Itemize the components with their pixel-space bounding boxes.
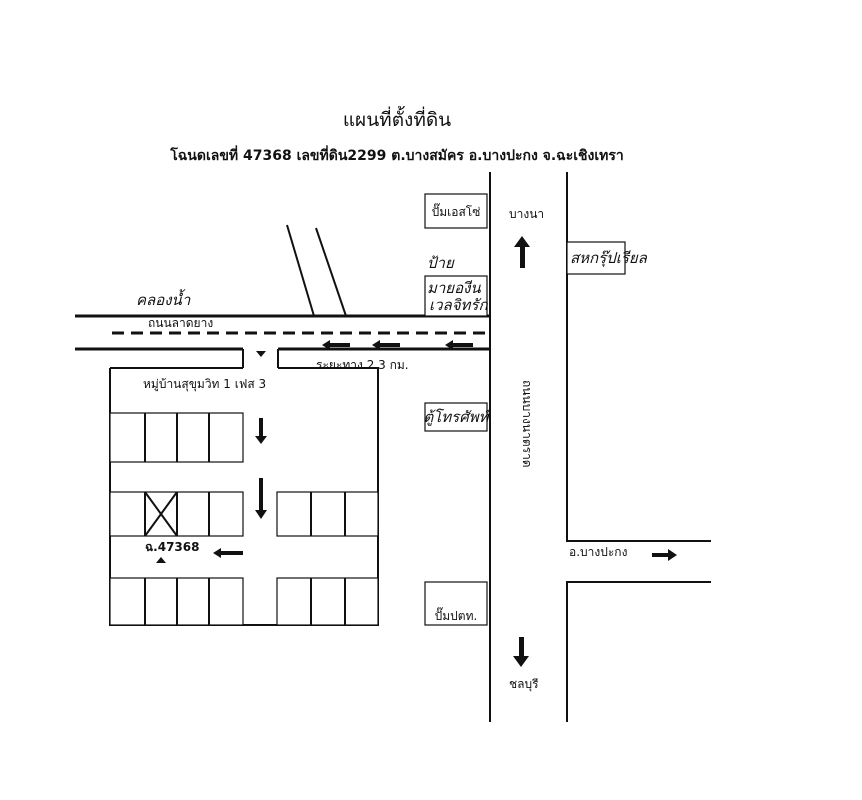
road-arrow-1 xyxy=(322,340,350,350)
sign-box xyxy=(424,275,488,317)
plot-row-2-right xyxy=(276,491,379,537)
plot-id-label: ฉ.47368 xyxy=(145,540,199,554)
main-road-label: ถนนบางนาตราด xyxy=(520,380,534,468)
main-road-right-edge-top xyxy=(566,172,711,542)
bangpakong-label: อ.บางปะกง xyxy=(569,545,627,559)
asphalt-road-label: ถนนลาดยาง xyxy=(148,316,213,330)
soi-entry-arrow xyxy=(256,351,266,357)
village-down-arrow-2 xyxy=(255,478,267,519)
village-down-arrow-1 xyxy=(255,418,267,444)
gas-station-top-label: ปั๊มเอสโซ่ xyxy=(432,203,481,219)
police-box-label: ตู้โทรศัพท์ xyxy=(423,408,491,426)
gas-station-bottom-label: ปั๊มปตท. xyxy=(435,607,478,623)
plot-row-2-left xyxy=(109,491,244,537)
plot-row-3-right xyxy=(276,577,379,626)
target-plot-x-mark xyxy=(144,491,178,537)
sign-label: ป้าย xyxy=(427,254,455,272)
bangna-label: บางนา xyxy=(509,207,544,221)
road-arrow-3 xyxy=(445,340,473,350)
sign-sub-label-2: เวลจิทรัก xyxy=(429,296,488,314)
south-arrow xyxy=(513,637,529,667)
plot-up-arrow xyxy=(156,557,166,563)
gas-station-top-box xyxy=(424,193,488,229)
north-arrow xyxy=(514,236,530,268)
sign-sub-label-1: มายองีน xyxy=(427,279,481,297)
plot-row-1 xyxy=(109,412,244,463)
distance-label: ระยะทาง 2.3 กม. xyxy=(316,358,409,372)
canal-line-left xyxy=(286,224,315,317)
chonburi-label: ชลบุรี xyxy=(509,677,539,692)
map-title: แผนที่ตั้งที่ดิน xyxy=(343,106,451,131)
gas-station-bottom-box xyxy=(424,581,488,626)
canal-line-right xyxy=(315,227,347,317)
map-subtitle: โฉนดเลขที่ 47368 เลขที่ดิน2299 ต.บางสมัค… xyxy=(169,145,624,164)
plot-row-3-left xyxy=(109,577,244,626)
village-label: หมู่บ้านสุขุมวิท 1 เฟส 3 xyxy=(143,377,266,392)
village-left-arrow xyxy=(213,548,243,558)
right-building-box xyxy=(566,241,626,275)
road-arrow-2 xyxy=(372,340,400,350)
east-arrow xyxy=(652,549,677,561)
canal-label: คลองน้ำ xyxy=(136,289,191,309)
police-box xyxy=(424,402,488,432)
right-building-label: สหกรุ๊ปเรียล xyxy=(570,249,648,267)
main-road-right-edge-bottom xyxy=(566,581,711,722)
